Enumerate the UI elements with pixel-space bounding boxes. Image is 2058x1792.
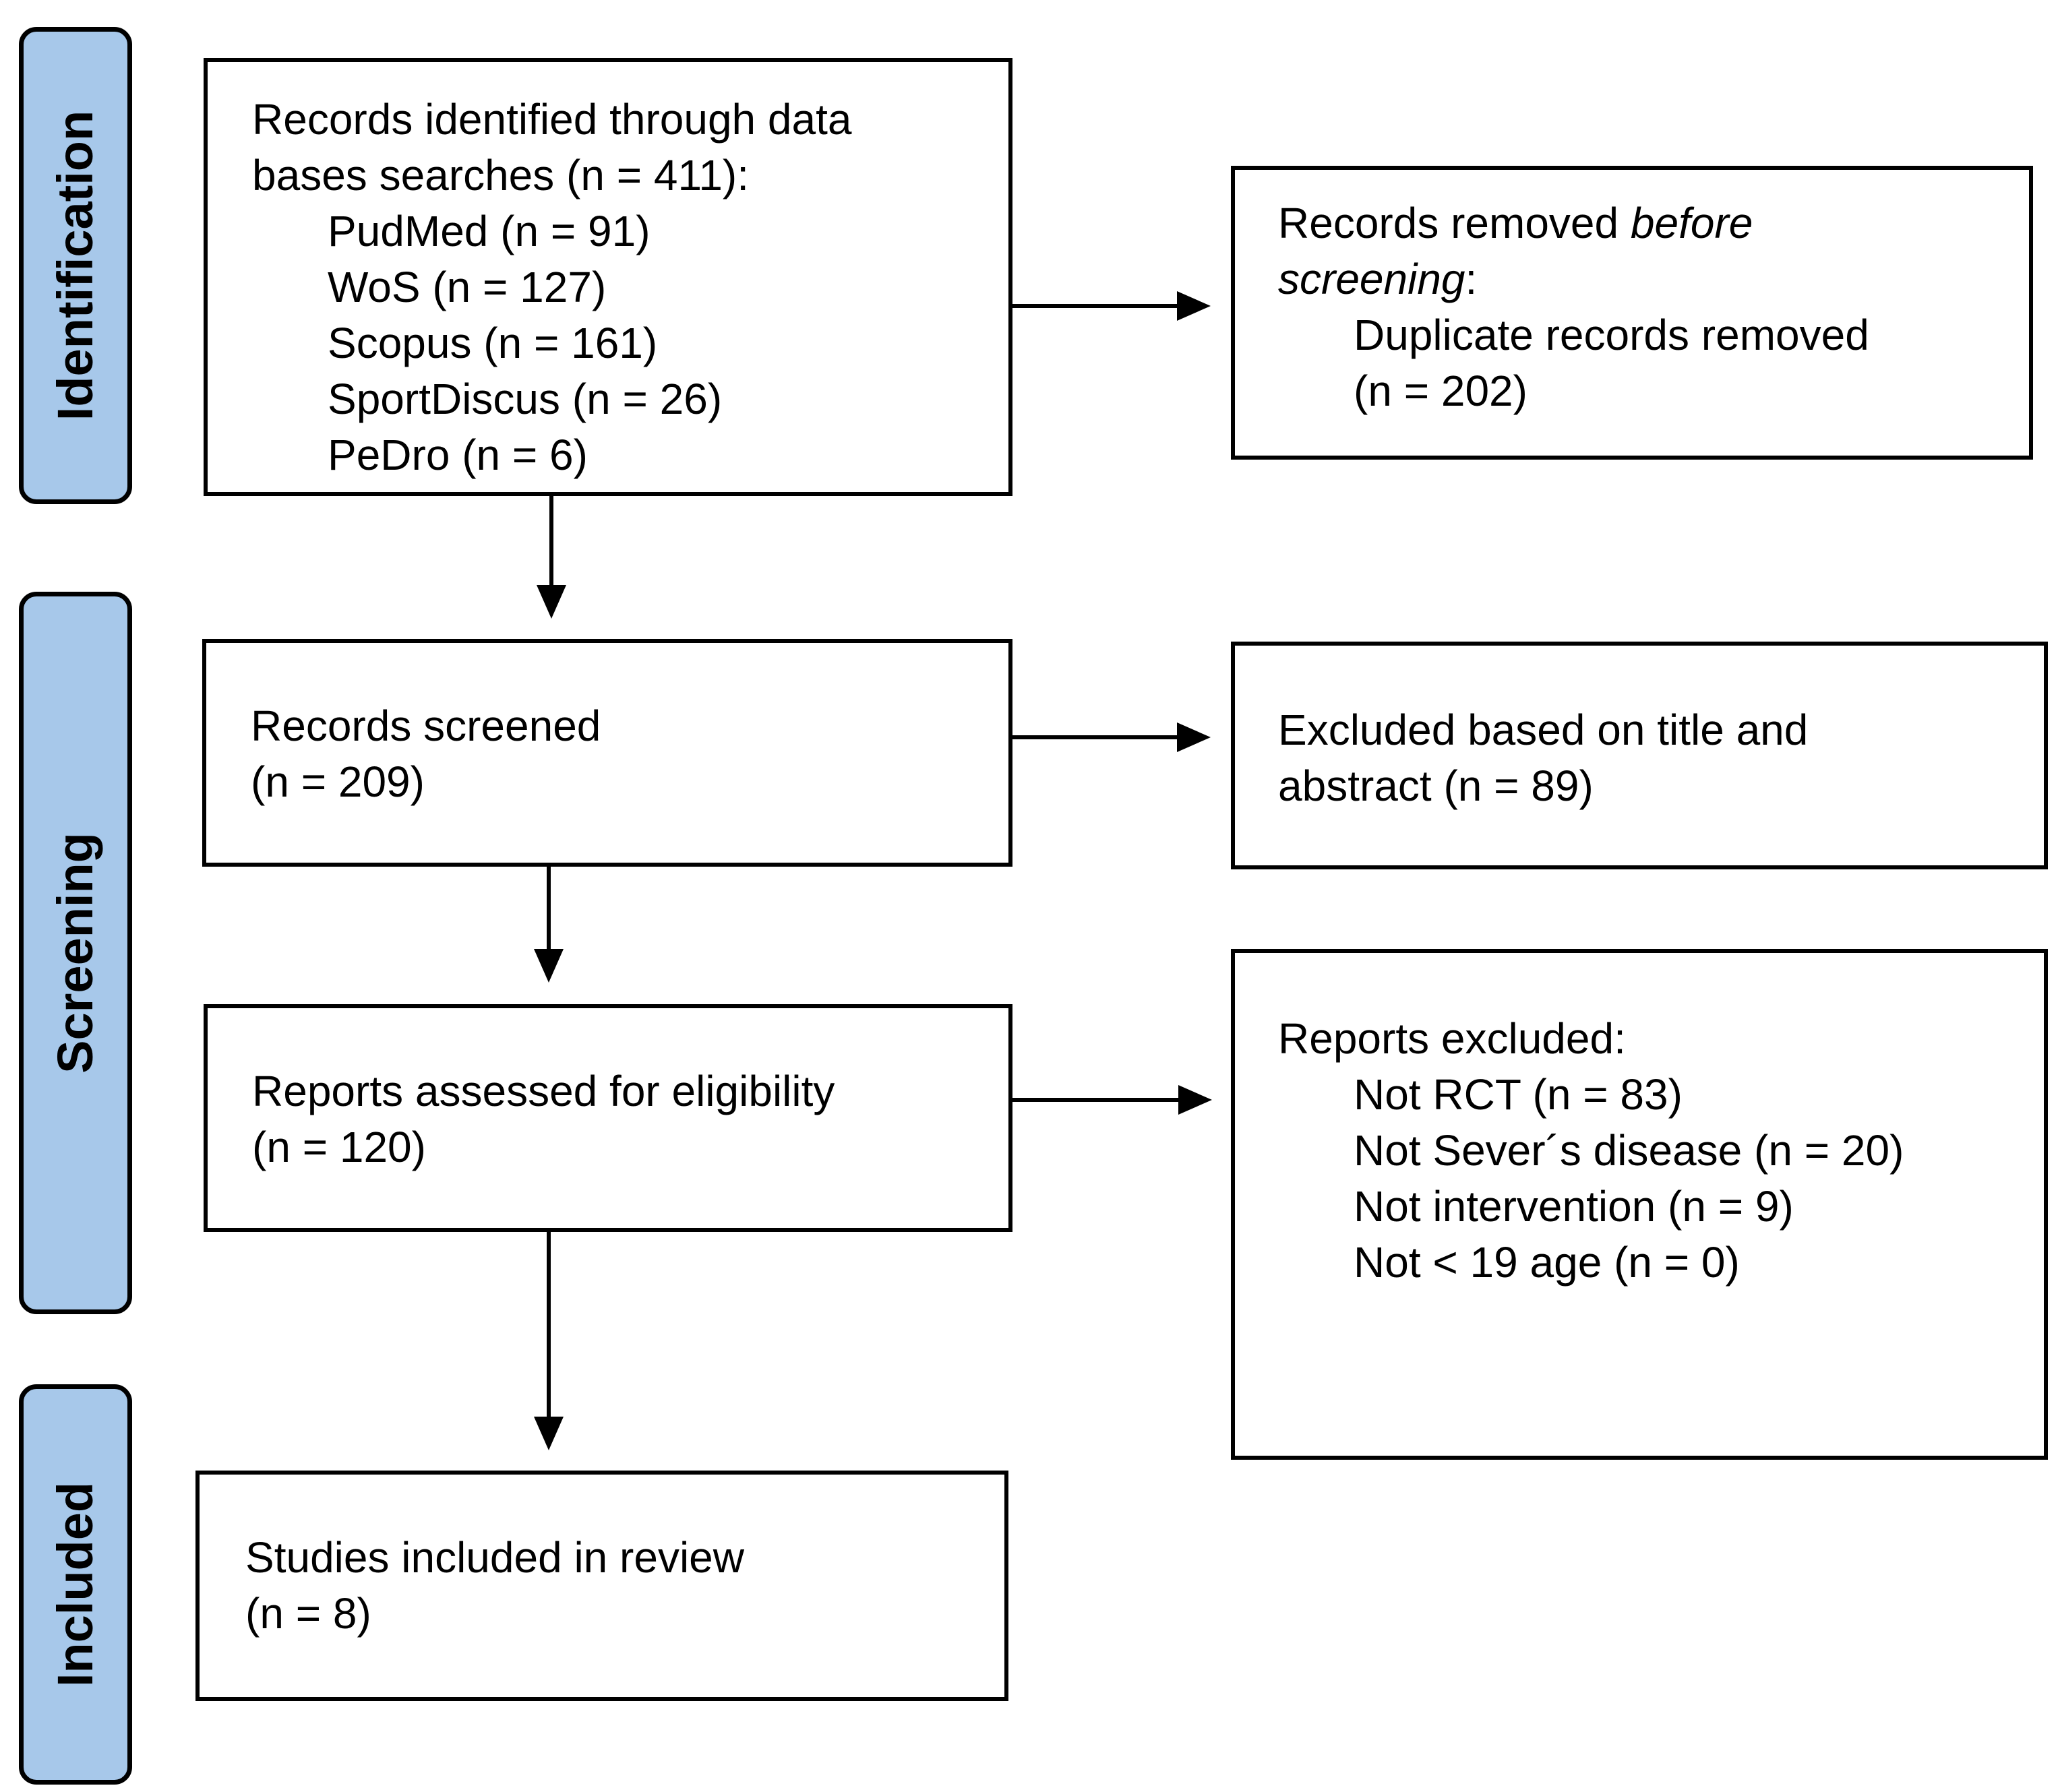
source-pubmed: PudMed (n = 91) (328, 207, 650, 255)
records-identified-box: Records identified through data bases se… (204, 58, 1012, 496)
duplicates-removed-line-1: Duplicate records removed (1354, 311, 1869, 359)
arrow-identified-to-screened-head (537, 585, 566, 619)
records-removed-emph-before: before (1630, 199, 1753, 247)
records-removed-title: Records removed before (1278, 195, 2029, 251)
records-removed-prefix: Records removed (1278, 199, 1631, 247)
records-screened-box: Records screened (n = 209) (202, 639, 1012, 867)
arrow-eligibility-to-excluded-head (1178, 1085, 1212, 1115)
excluded-title-abstract-line-1: Excluded based on title and (1278, 706, 1809, 754)
source-sportdiscus: SportDiscus (n = 26) (328, 375, 723, 423)
reports-assessed-line-1: Reports assessed for eligibility (252, 1067, 835, 1115)
arrow-identified-to-removed-head (1177, 291, 1211, 321)
reports-assessed-line-2: (n = 120) (252, 1123, 426, 1171)
duplicates-removed-line-2: (n = 202) (1354, 367, 1527, 415)
records-removed-box: Records removed before screening: Duplic… (1231, 166, 2033, 460)
phase-identification: Identification (19, 27, 132, 504)
reports-excluded-box: Reports excluded: Not RCT (n = 83) Not S… (1231, 949, 2048, 1460)
excluded-title-abstract-box: Excluded based on title and abstract (n … (1231, 642, 2048, 869)
arrow-screened-to-excluded-head (1177, 722, 1211, 752)
records-identified-line-2: bases searches (n = 411): (252, 151, 749, 199)
phase-included: Included (19, 1384, 132, 1785)
source-pedro: PeDro (n = 6) (328, 431, 588, 479)
studies-included-line-2: (n = 8) (245, 1589, 371, 1638)
studies-included-box: Studies included in review (n = 8) (195, 1471, 1008, 1701)
excluded-not-under-19-age: Not < 19 age (n = 0) (1354, 1238, 1740, 1287)
reports-assessed-box: Reports assessed for eligibility (n = 12… (204, 1004, 1012, 1232)
records-removed-title-2: screening: (1278, 251, 2029, 307)
source-wos: WoS (n = 127) (328, 263, 607, 311)
phase-screening: Screening (19, 592, 132, 1314)
excluded-not-intervention: Not intervention (n = 9) (1354, 1182, 1794, 1231)
records-removed-emph-screening: screening (1278, 255, 1465, 303)
excluded-title-abstract-line-2: abstract (n = 89) (1278, 762, 1594, 810)
source-scopus: Scopus (n = 161) (328, 319, 658, 367)
records-identified-line-1: Records identified through data (252, 95, 852, 144)
records-removed-colon: : (1465, 255, 1478, 303)
arrow-eligibility-to-included-head (534, 1417, 564, 1450)
excluded-not-rct: Not RCT (n = 83) (1354, 1070, 1683, 1119)
arrow-screened-to-eligibility-head (534, 949, 564, 983)
excluded-not-severs-disease: Not Sever´s disease (n = 20) (1354, 1126, 1904, 1175)
records-screened-line-1: Records screened (251, 702, 601, 750)
records-screened-line-2: (n = 209) (251, 758, 425, 806)
studies-included-line-1: Studies included in review (245, 1533, 744, 1582)
reports-excluded-title: Reports excluded: (1278, 1014, 1626, 1063)
